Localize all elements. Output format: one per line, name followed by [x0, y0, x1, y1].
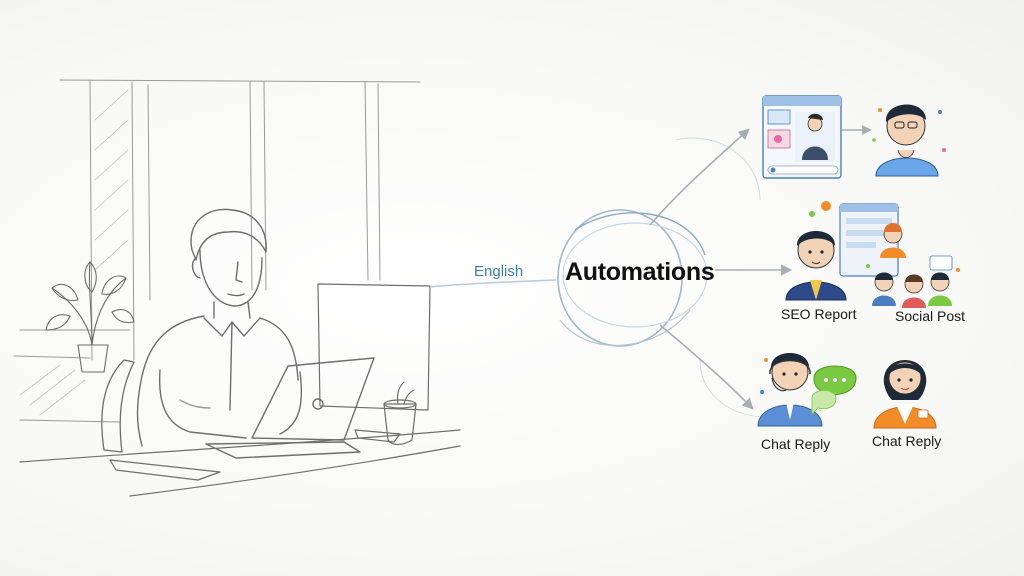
shading-hatch: [19, 89, 129, 416]
seo-report-label: SEO Report: [781, 306, 857, 322]
office-chair-sketch: [101, 359, 135, 453]
input-flow-line: [429, 279, 557, 288]
potted-plant-sketch: [45, 261, 135, 373]
window-frame-sketch: [13, 79, 421, 423]
arrow-to-chat-output: [659, 324, 754, 410]
group-people-icon: [866, 223, 960, 308]
input-language-label: English: [474, 263, 524, 280]
coffee-cup-sketch: [383, 381, 417, 446]
automations-hub-label: Automations: [565, 258, 715, 286]
desk-sketch: [19, 429, 461, 497]
social-post-label: Social Post: [895, 308, 966, 324]
chat-reply-label-right: Chat Reply: [872, 433, 942, 449]
arrow-to-web-output: [649, 128, 750, 226]
thinking-person-icon: [872, 104, 946, 177]
chat-reply-label-left: Chat Reply: [761, 436, 831, 452]
web-page-icon: [762, 95, 842, 179]
automation-hub-swirl: [557, 137, 771, 417]
support-agent-icon: [757, 353, 823, 427]
monitor-sketch: [317, 283, 431, 411]
chat-bubble-icon: [811, 365, 857, 415]
businessman-icon: [785, 231, 847, 301]
person-at-laptop-sketch: [136, 208, 303, 447]
woman-agent-icon: [873, 360, 937, 429]
